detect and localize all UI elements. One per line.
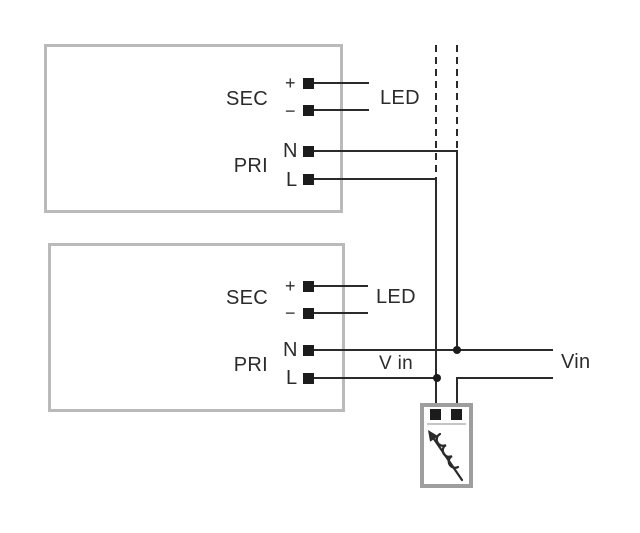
- plus-terminal-2: [303, 281, 314, 292]
- dashed-continuation-line-n: [456, 45, 458, 150]
- dimmer-right-riser: [456, 377, 458, 411]
- plus-terminal-1: [303, 78, 314, 89]
- minus-terminal-1: [303, 105, 314, 116]
- neutral-label-2: N: [283, 339, 298, 361]
- plus-label-2: +: [285, 276, 296, 296]
- neutral-terminal-2: [303, 345, 314, 356]
- led-label-1: LED: [380, 87, 420, 109]
- neutral-terminal-1: [303, 146, 314, 157]
- minus-wire-2: [314, 312, 368, 314]
- line-label-2: L: [286, 367, 298, 389]
- vin-label-inner: V in: [379, 353, 413, 374]
- dimmer-box: [420, 403, 473, 488]
- line-label-1: L: [286, 169, 298, 191]
- sec-label-2: SEC: [225, 287, 268, 309]
- vin-label-supply: Vin: [561, 351, 591, 373]
- minus-terminal-2: [303, 308, 314, 319]
- line-wire-2: [314, 377, 437, 379]
- line-terminal-1: [303, 174, 314, 185]
- pri-label-2: PRI: [233, 354, 268, 376]
- sec-label-1: SEC: [225, 88, 268, 110]
- neutral-bus-vertical: [456, 150, 458, 352]
- neutral-wire-1: [314, 150, 458, 152]
- plus-wire-1: [314, 82, 369, 84]
- pri-label-1: PRI: [233, 155, 268, 177]
- dimmer-terminal-left: [430, 409, 441, 420]
- dashed-continuation-line-l: [435, 45, 437, 179]
- minus-label-2: −: [285, 303, 296, 323]
- plus-wire-2: [314, 285, 368, 287]
- line-bus-vertical: [435, 178, 437, 411]
- driver-box-1: [44, 44, 343, 213]
- vin-line-wire: [456, 377, 553, 379]
- junction-dot-line: [433, 374, 441, 382]
- dimmer-terminal-right: [451, 409, 462, 420]
- minus-wire-1: [314, 109, 369, 111]
- line-terminal-2: [303, 373, 314, 384]
- dimmer-symbol-icon: [428, 430, 464, 482]
- line-wire-1: [314, 178, 437, 180]
- junction-dot-neutral: [453, 346, 461, 354]
- driver-box-2: [48, 243, 345, 412]
- dimmer-separator-line: [427, 423, 466, 425]
- led-label-2: LED: [376, 286, 416, 308]
- minus-label-1: −: [285, 101, 296, 121]
- neutral-label-1: N: [283, 140, 298, 162]
- neutral-bus-wire: [314, 349, 553, 351]
- plus-label-1: +: [285, 73, 296, 93]
